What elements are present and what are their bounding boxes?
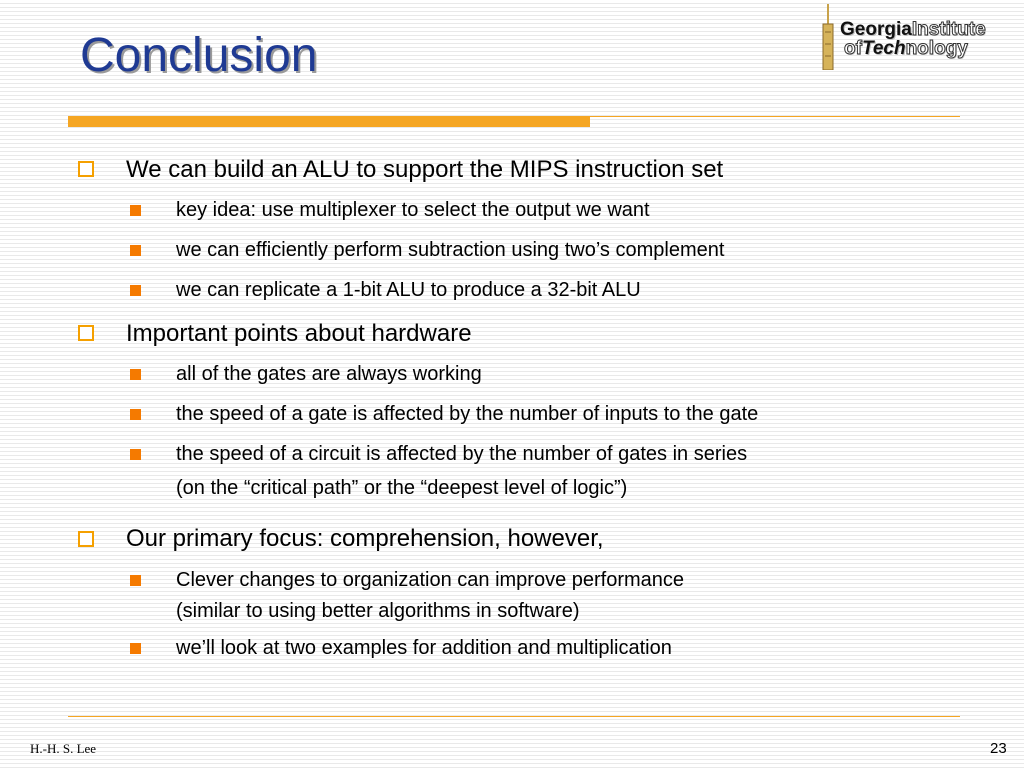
- title-underline-rule: [590, 116, 960, 117]
- bullet-sub-1-3: we can replicate a 1-bit ALU to produce …: [176, 279, 641, 301]
- slide-title: Conclusion: [80, 29, 318, 82]
- bullet-sub-1-1: key idea: use multiplexer to select the …: [176, 199, 650, 221]
- logo-line-1: GeorgiaInstitute: [840, 19, 986, 40]
- title-underline-bar: [68, 116, 590, 127]
- bullet-main-2: Important points about hardware: [126, 320, 472, 347]
- bullet-square-filled-icon: [130, 643, 141, 654]
- georgia-tech-logo: GeorgiaInstitute ofTechnology: [818, 4, 1014, 70]
- bullet-sub-3-1-cont: (similar to using better algorithms in s…: [176, 600, 580, 622]
- bullet-square-filled-icon: [130, 409, 141, 420]
- bullet-main-1: We can build an ALU to support the MIPS …: [126, 156, 724, 183]
- bullet-square-filled-icon: [130, 285, 141, 296]
- bullet-square-filled-icon: [130, 205, 141, 216]
- bullet-sub-2-1: all of the gates are always working: [176, 363, 482, 385]
- bullet-square-outline-icon: [78, 161, 94, 177]
- bullet-square-filled-icon: [130, 449, 141, 460]
- footer-rule: [68, 716, 960, 717]
- bullet-square-outline-icon: [78, 325, 94, 341]
- footer-author: H.-H. S. Lee: [30, 741, 97, 756]
- bullet-sub-2-3: the speed of a circuit is affected by th…: [176, 443, 748, 465]
- logo-tech: Tech: [861, 38, 906, 59]
- bullet-sub-3-2: we’ll look at two examples for addition …: [176, 637, 672, 659]
- bullet-sub-1-2: we can efficiently perform subtraction u…: [176, 239, 725, 261]
- bullet-square-filled-icon: [130, 575, 141, 586]
- footer-page-number: 23: [990, 740, 1007, 757]
- logo-line-2: ofTechnology: [844, 38, 969, 59]
- logo-of: of: [844, 38, 863, 59]
- logo-institute: Institute: [911, 19, 986, 40]
- bullet-square-filled-icon: [130, 369, 141, 380]
- bullet-sub-2-3-cont: (on the “critical path” or the “deepest …: [176, 477, 628, 499]
- bullet-square-outline-icon: [78, 531, 94, 547]
- bullet-square-filled-icon: [130, 245, 141, 256]
- bullet-sub-2-2: the speed of a gate is affected by the n…: [176, 403, 759, 425]
- bullet-main-3: Our primary focus: comprehension, howeve…: [126, 525, 604, 552]
- logo-georgia: Georgia: [840, 19, 912, 40]
- tech-tower-icon: [822, 4, 834, 70]
- bullet-sub-3-1: Clever changes to organization can impro…: [176, 569, 685, 591]
- logo-nology: nology: [905, 38, 968, 59]
